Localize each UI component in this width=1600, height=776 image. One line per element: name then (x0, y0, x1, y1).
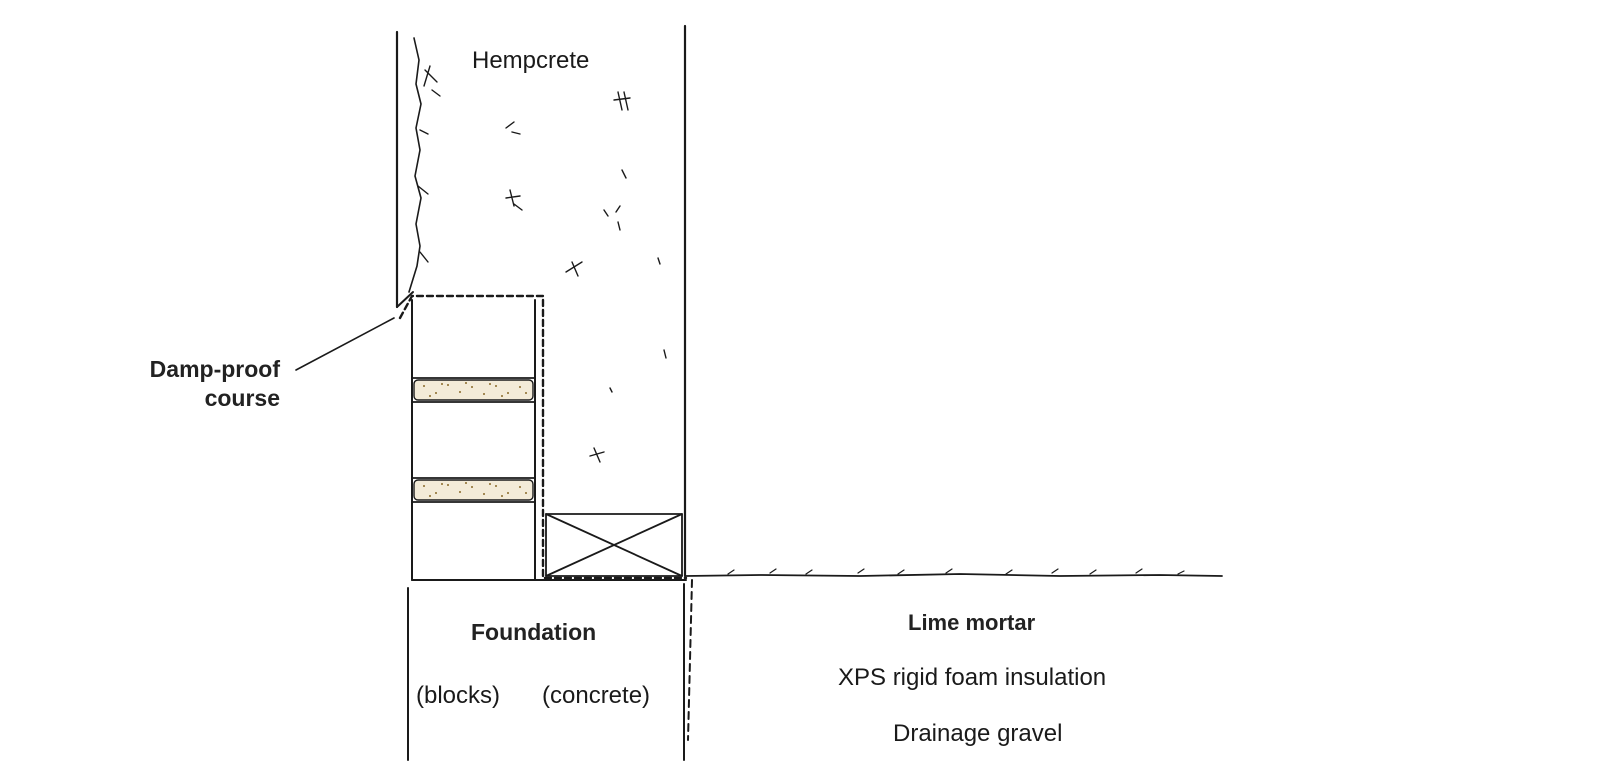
damp-proof-course-label-line1: Damp-proof (149, 356, 280, 382)
damp-proof-course-leader (295, 317, 395, 371)
hempcrete-label: Hempcrete (472, 47, 590, 74)
sole-plate (545, 513, 683, 577)
concrete-label: (concrete) (542, 682, 651, 709)
wall-step-line (396, 291, 414, 308)
hempcrete-rough-edge (408, 37, 422, 293)
ground-texture (727, 568, 1185, 575)
damp-proof-course-line (398, 294, 688, 580)
hempcrete-texture (417, 65, 667, 463)
mortar-joint-2 (413, 479, 534, 501)
ground-line (685, 573, 1223, 577)
foundation-label: Foundation (471, 619, 597, 645)
foundation-dpc-dashed (687, 579, 693, 741)
damp-proof-course-label-line2: course (204, 385, 280, 411)
xps-insulation-label: XPS rigid foam insulation (838, 664, 1107, 691)
mortar-joint-1 (413, 379, 534, 401)
blocks-label: (blocks) (416, 682, 501, 709)
mortar-dots (423, 382, 527, 497)
lime-mortar-label: Lime mortar (908, 610, 1036, 635)
drainage-gravel-label: Drainage gravel (893, 720, 1063, 747)
